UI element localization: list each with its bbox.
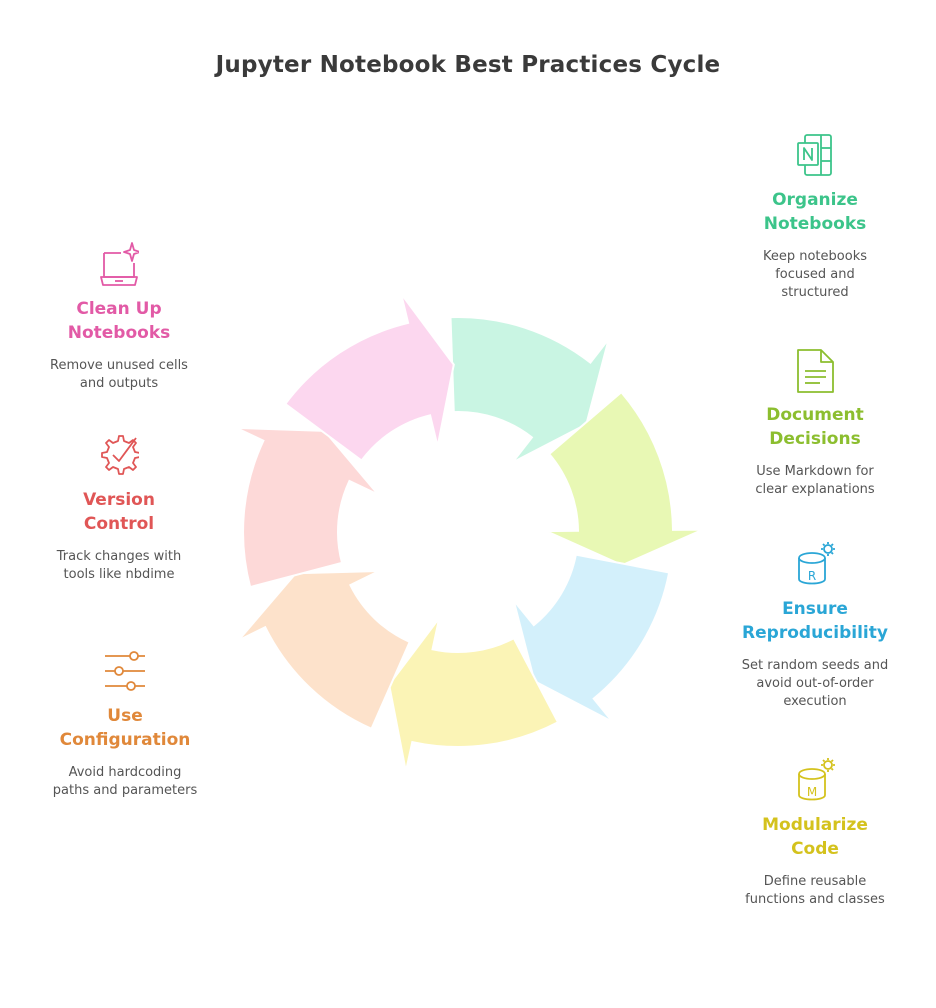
- document-description: Use Markdown for clear explanations: [755, 464, 875, 497]
- cleanup-heading: Clean Up Notebooks: [67, 299, 171, 343]
- reproduce-heading: Ensure Reproducibility: [742, 599, 888, 643]
- cycle-arrow-organize: [449, 316, 610, 464]
- modularize-heading: Modularize Code: [762, 815, 868, 859]
- configuration-heading: Use Configuration: [59, 706, 191, 750]
- svg-text:R: R: [808, 569, 816, 583]
- svg-text:M: M: [807, 785, 817, 799]
- document-icon: [797, 349, 834, 393]
- cycle-arrow-cleanup: [283, 293, 455, 462]
- modularize-description: Define reusable functions and classes: [745, 874, 885, 907]
- cycle-arrow-reproduce: [512, 553, 671, 723]
- cycle-arrow-version: [235, 426, 380, 589]
- document-heading: Document Decisions: [766, 405, 864, 449]
- configuration-description: Avoid hardcoding paths and parameters: [52, 765, 198, 798]
- reproduce-description: Set random seeds and avoid out-of-order …: [741, 658, 889, 709]
- laptop-sparkle-icon: [100, 242, 139, 286]
- organize-description: Keep notebooks focused and structured: [762, 249, 867, 300]
- cleanup-description: Remove unused cells and outputs: [50, 358, 188, 391]
- m-database-gear-icon: M: [798, 758, 835, 801]
- version-heading: Version Control: [83, 490, 155, 534]
- version-description: Track changes with tools like nbdime: [56, 549, 182, 582]
- r-database-gear-icon: R: [798, 542, 835, 585]
- diagram-title: Jupyter Notebook Best Practices Cycle: [215, 52, 721, 78]
- cycle-arrow-modularize: [388, 617, 560, 772]
- cycle-arrow-configuration: [237, 570, 412, 731]
- onenote-notebook-icon: [797, 134, 832, 176]
- cycle-arrow-document: [545, 390, 704, 567]
- organize-heading: Organize Notebooks: [763, 190, 867, 234]
- gear-check-icon: [101, 435, 139, 475]
- sliders-icon: [105, 651, 145, 691]
